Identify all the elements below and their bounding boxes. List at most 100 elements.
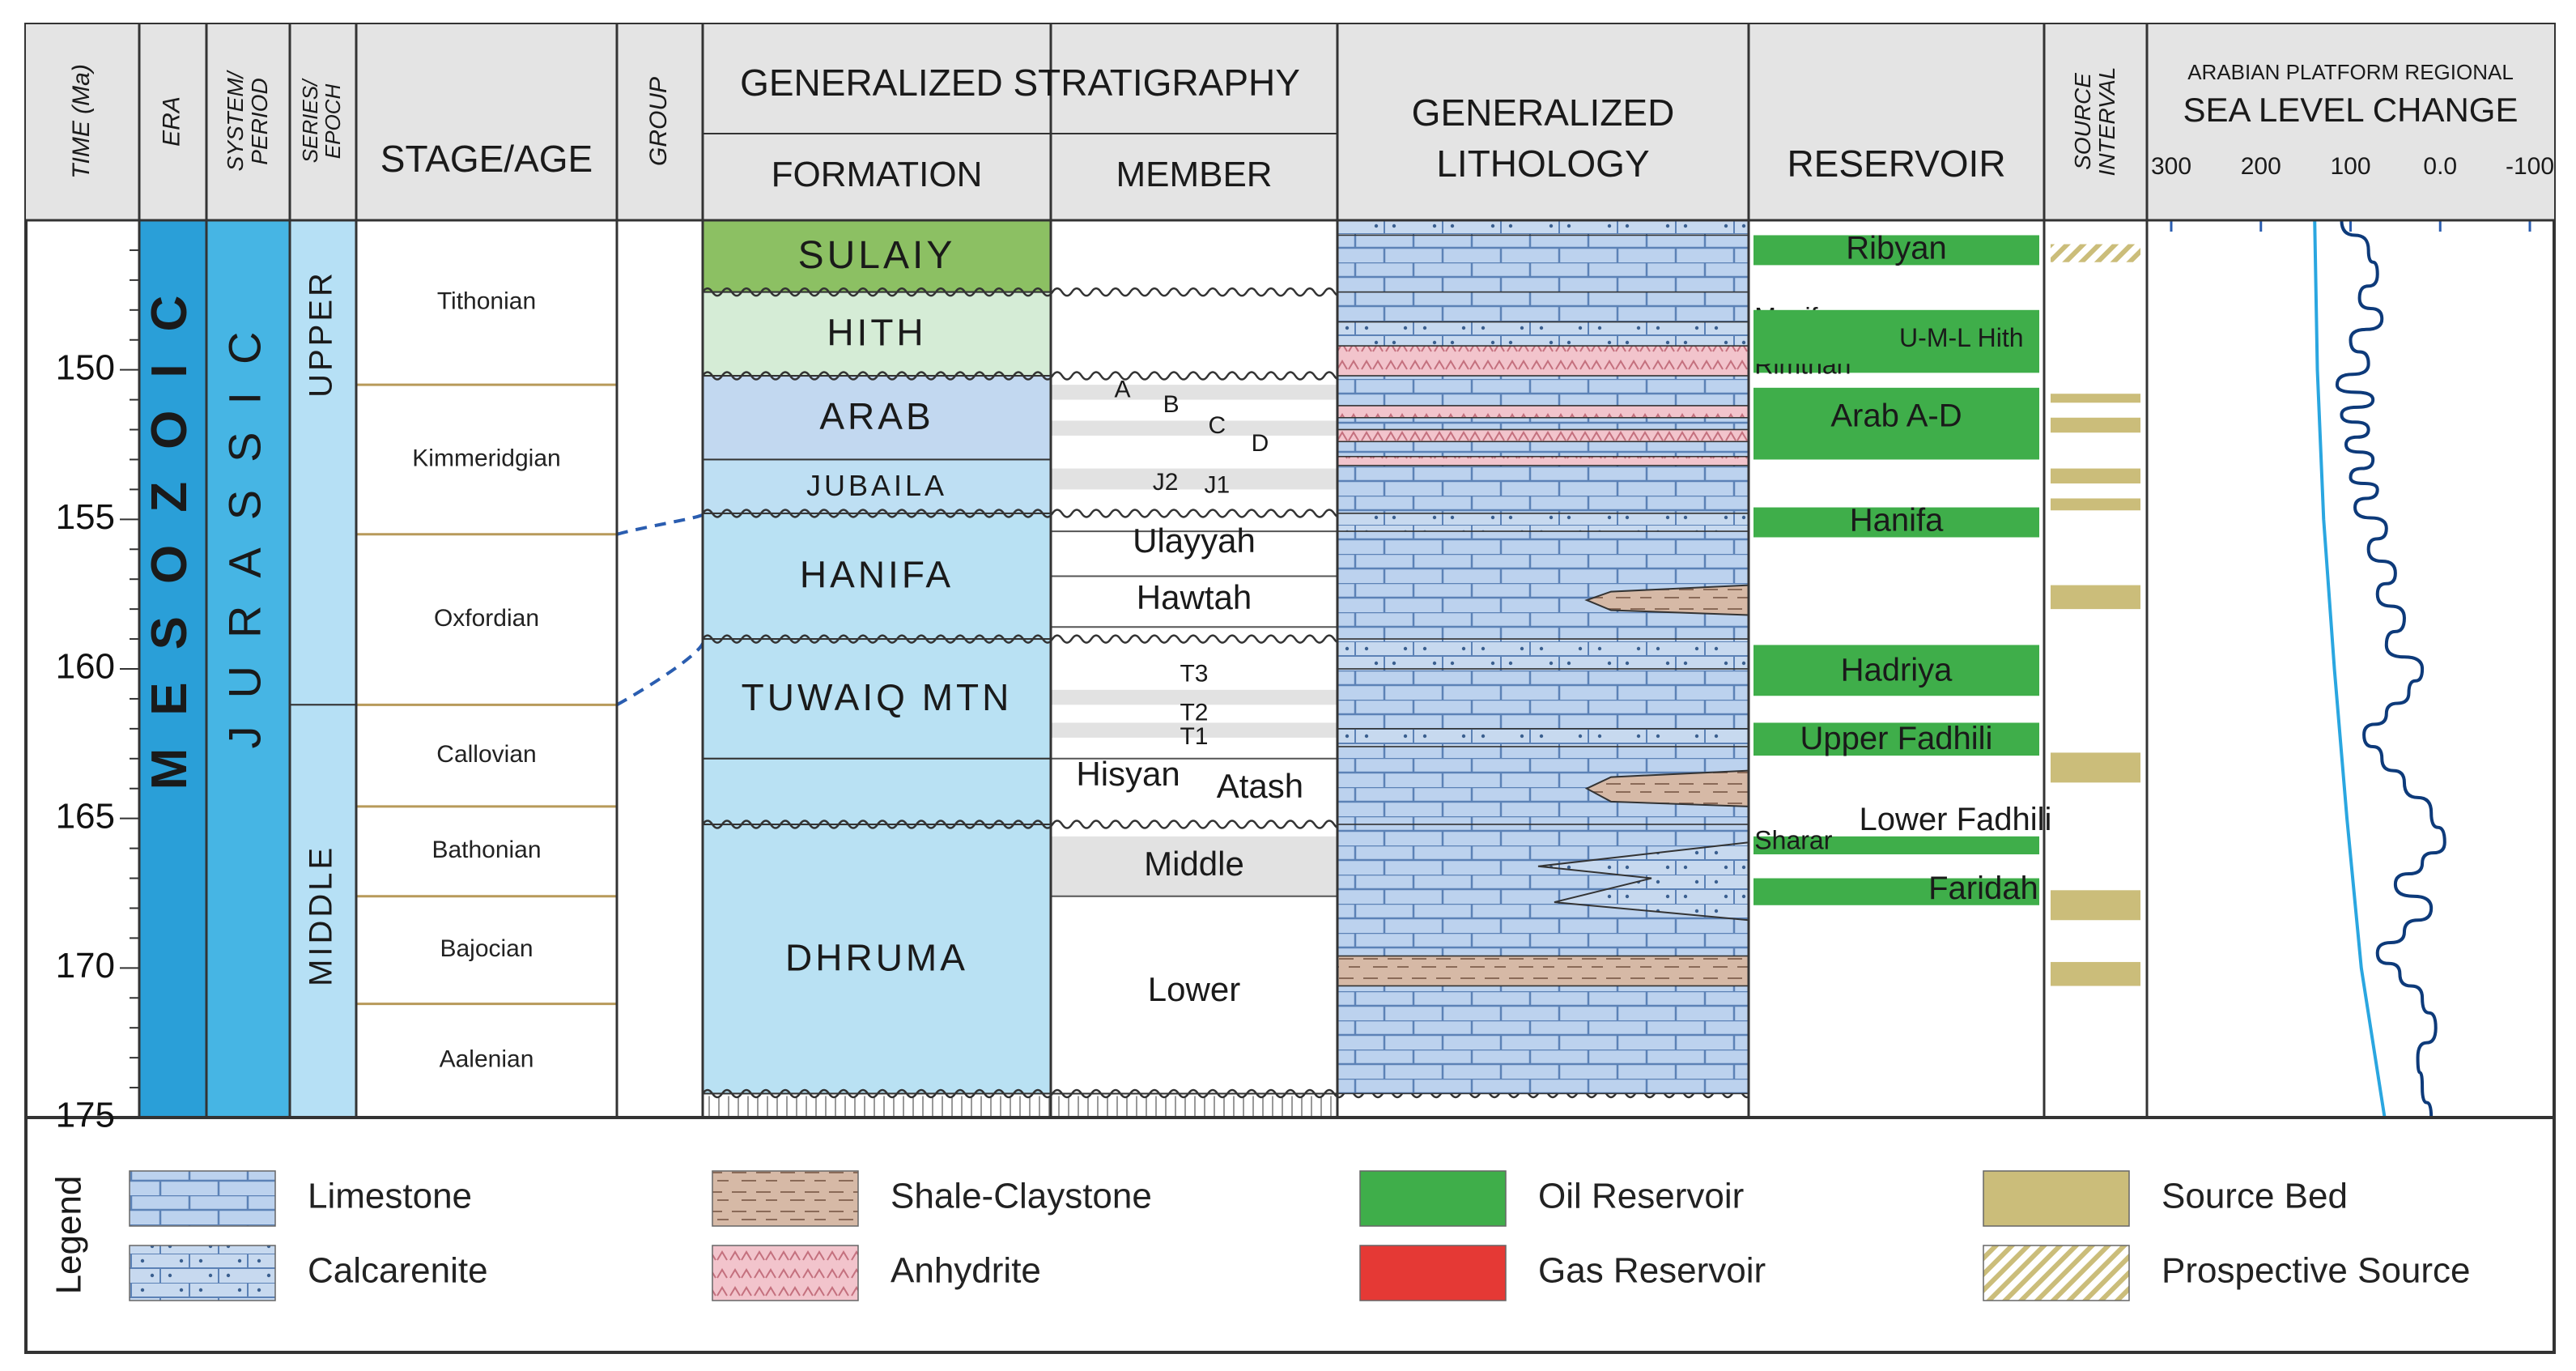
- header-lithology: GENERALIZED: [1412, 92, 1675, 134]
- header-system: SYSTEM/: [223, 69, 248, 171]
- legend-label: Source Bed: [2162, 1177, 2348, 1216]
- oil-reservoir-bar: [1753, 309, 2039, 364]
- member-shade: [1051, 420, 1337, 436]
- series-label: MIDDLE: [304, 845, 339, 986]
- formation-box: [702, 375, 1052, 461]
- sea-level-longterm: [2313, 219, 2387, 1118]
- member-shade: [1051, 385, 1337, 400]
- header-source: INTERVAL: [2094, 67, 2119, 177]
- lithology-unit: [1337, 345, 1749, 377]
- header-source: SOURCE: [2070, 73, 2095, 170]
- legend-swatch: [712, 1245, 859, 1301]
- system-label: JURASSIC: [219, 304, 270, 749]
- source-bed: [2051, 961, 2140, 986]
- member-label: Hawtah: [1137, 578, 1252, 616]
- oil-reservoir-bar: [1753, 235, 2039, 266]
- reservoir-label: Faridah: [1928, 871, 2038, 906]
- legend-label: Limestone: [308, 1177, 472, 1216]
- reservoir-label: Sharar: [1754, 826, 1832, 855]
- header-sea-subtitle: SEA LEVEL CHANGE: [2183, 91, 2519, 129]
- legend-label: Oil Reservoir: [1538, 1177, 1744, 1216]
- legend-label: Calcarenite: [308, 1251, 488, 1291]
- sea-tick-label: 200: [2241, 153, 2281, 180]
- reservoir-label: U-M-L Hith: [1899, 323, 2023, 352]
- stage-label: Bathonian: [431, 837, 541, 863]
- formation-label: JUBAILA: [806, 469, 947, 502]
- formation-label: SULAIY: [798, 234, 956, 277]
- member-column: [1050, 219, 1338, 1095]
- member-label: Middle: [1144, 845, 1244, 883]
- stage-label: Bajocian: [440, 935, 533, 962]
- lithology-unit: [1337, 955, 1749, 987]
- oil-reservoir-bar: [1753, 507, 2039, 538]
- lithology-unit: [1337, 456, 1749, 466]
- reservoir-label: Lower Fadhili: [1860, 802, 2052, 837]
- header-system: PERIOD: [247, 78, 272, 164]
- legend-swatch: [712, 1170, 859, 1227]
- oil-reservoir-bar: [1753, 387, 2039, 460]
- sea-tick-label: 0.0: [2423, 153, 2457, 180]
- stage-label: Kimmeridgian: [412, 445, 560, 471]
- reservoir-label: Hadriya: [1841, 652, 1953, 688]
- sea-level-shortterm: [2335, 219, 2446, 1118]
- member-label: B: [1163, 391, 1180, 418]
- era-label: MESOZOIC: [142, 263, 198, 790]
- lithology-unit: [1337, 668, 1749, 730]
- source-bed: [2051, 394, 2140, 403]
- legend-swatch: [1359, 1245, 1507, 1301]
- source-bed: [2051, 890, 2140, 921]
- time-tick-label: 150: [56, 347, 115, 387]
- lithology-unit: [1337, 985, 1749, 1095]
- legend-label: Gas Reservoir: [1538, 1251, 1766, 1291]
- oil-reservoir-bar: [1753, 878, 2039, 905]
- header-generalized-stratigraphy: GENERALIZED STRATIGRAPHY: [740, 62, 1300, 104]
- legend-swatch: [129, 1170, 276, 1227]
- time-tick-label: 155: [56, 497, 115, 537]
- oil-reservoir-bar: [1753, 836, 2039, 854]
- formation-label: ARAB: [819, 395, 933, 437]
- lithology-unit: [1337, 291, 1749, 323]
- header-series: EPOCH: [321, 84, 345, 160]
- lithology-unit: [1337, 375, 1749, 407]
- formation-box: [702, 512, 1052, 641]
- time-tick-label: 170: [56, 946, 115, 986]
- header-sea-title: ARABIAN PLATFORM REGIONAL: [2187, 60, 2514, 84]
- header-band: [26, 24, 2554, 220]
- stage-label: Aalenian: [440, 1046, 534, 1073]
- header-reservoir: RESERVOIR: [1787, 143, 2005, 185]
- source-bed: [2051, 585, 2140, 610]
- header-group: GROUP: [645, 77, 672, 166]
- header-lithology: LITHOLOGY: [1436, 143, 1649, 185]
- source-bed: [2051, 752, 2140, 783]
- legend-swatch: [1359, 1170, 1507, 1227]
- lithology-unit: [1337, 530, 1749, 640]
- header-era: ERA: [158, 96, 185, 147]
- formation-label: HANIFA: [800, 554, 954, 596]
- member-shade: [1051, 836, 1337, 896]
- oil-reservoir-bar: [1753, 645, 2039, 696]
- header-series: SERIES/: [298, 78, 322, 163]
- era-column: [139, 220, 206, 1118]
- legend-swatch: [1983, 1245, 2130, 1301]
- oil-reservoir-bar: [1753, 722, 2039, 756]
- source-bed: [2051, 468, 2140, 484]
- member-label: C: [1208, 412, 1226, 439]
- member-label: T1: [1180, 723, 1208, 750]
- member-label: D: [1252, 430, 1269, 457]
- member-label: Ulayyah: [1133, 522, 1256, 560]
- member-shade: [1051, 468, 1337, 490]
- reservoir-label: Hanifa: [1850, 503, 1944, 539]
- legend-label: Anhydrite: [891, 1251, 1041, 1291]
- formation-box: [702, 291, 1052, 377]
- formation-box: [702, 638, 1052, 760]
- formation-box: [702, 458, 1052, 514]
- lithology-unit: [1337, 405, 1749, 419]
- lithology-unit: [1337, 513, 1749, 532]
- member-shade: [1051, 689, 1337, 705]
- legend-label: Shale-Claystone: [891, 1177, 1152, 1216]
- formation-label: DHRUMA: [785, 936, 968, 978]
- legend-title: Legend: [49, 1176, 89, 1295]
- time-tick-label: 165: [56, 796, 115, 836]
- header-member: MEMBER: [1116, 155, 1272, 194]
